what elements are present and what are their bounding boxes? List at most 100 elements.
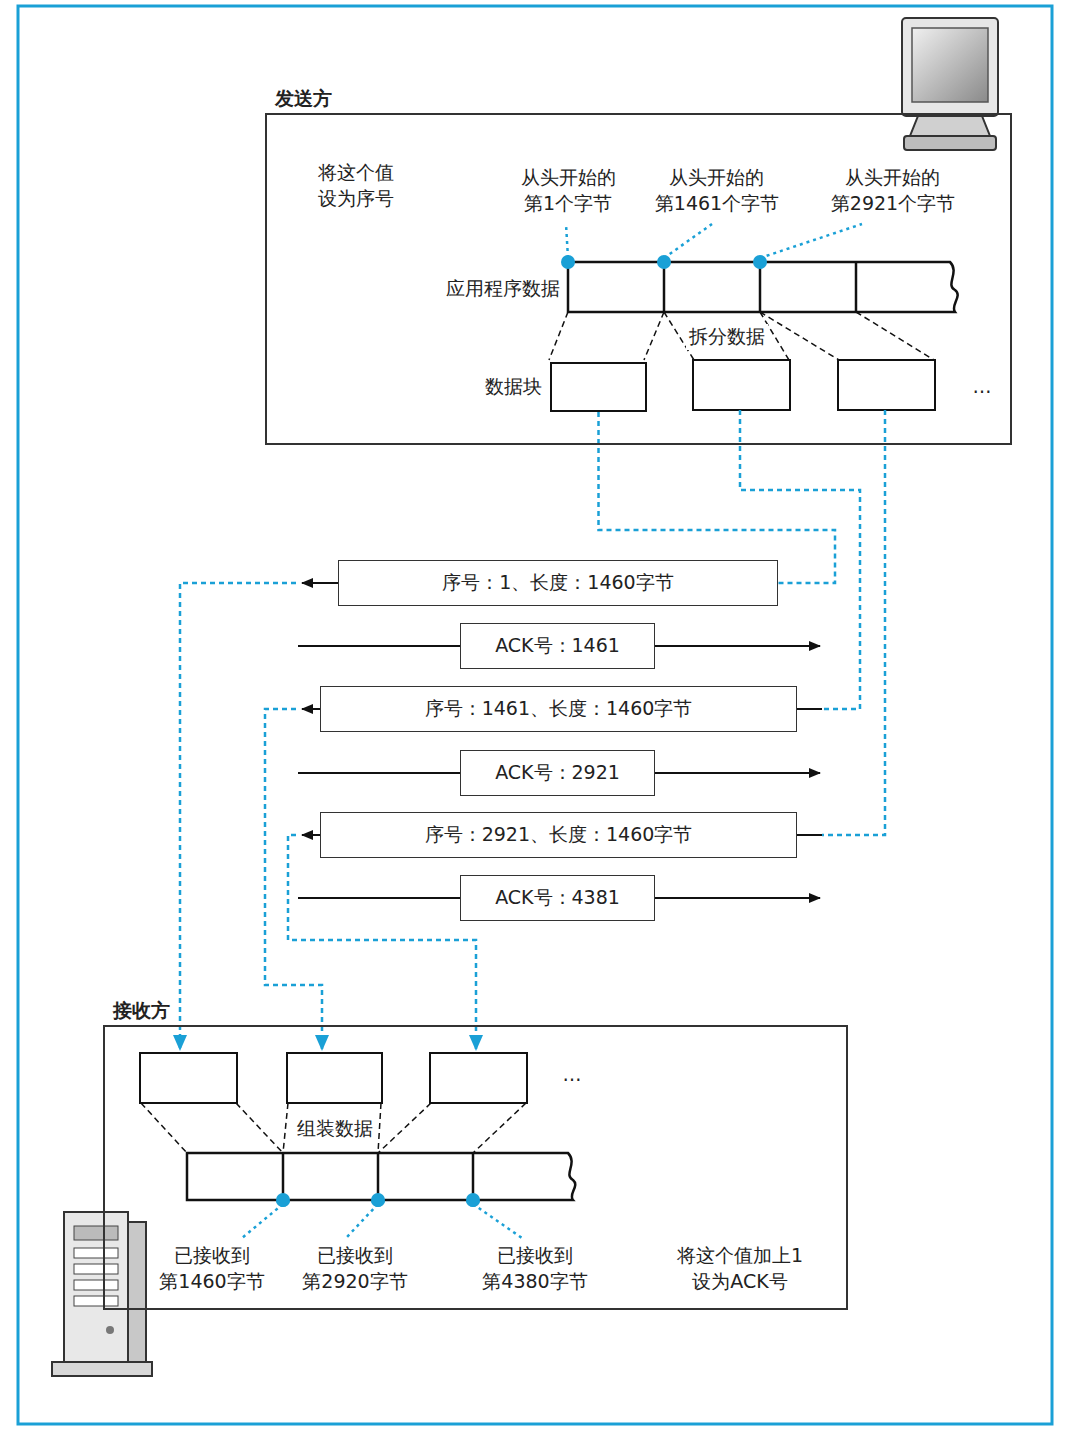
split-guide-line [549,312,934,360]
server-icon [74,1296,118,1306]
split-guide-line [549,312,568,360]
data-block [140,1053,527,1103]
node-text: 序号：1、长度：1460字节 [442,570,673,596]
data-block [287,1053,382,1103]
node-text: 序号：2921、长度：1460字节 [425,822,693,848]
leader-line [346,1204,378,1238]
leader-line [760,224,862,258]
marker-dot [466,1193,480,1207]
node-text: 数据块 [485,374,542,400]
assemble-guide-line [378,1103,431,1153]
leader-line [242,1204,283,1238]
server-icon [128,1222,146,1362]
server-icon [74,1264,118,1274]
ack-box: ACK号：4381 [460,875,655,921]
server-icon [74,1280,118,1290]
ack-box: ACK号：2921 [460,750,655,796]
ack-arrow [298,646,820,898]
marker-dot [753,255,767,269]
assemble-guide-line [473,1103,526,1153]
marker-dot [657,255,671,269]
packet-box: 序号：2921、长度：1460字节 [320,812,797,858]
data-flow-connector [599,412,836,583]
annotation-label: 组装数据 [294,1116,376,1142]
split-guide-line [760,312,839,360]
leader-line [664,224,712,258]
computer-icon [912,28,988,102]
receiver-region: 接收方 [103,1025,848,1310]
annotation-label: … [563,1062,582,1088]
outer-frame [18,6,1052,1424]
leader-line [473,1204,522,1238]
sender-data-bar [568,262,958,312]
data-block [693,360,935,410]
data-block [693,360,790,410]
computer-icon [902,18,998,150]
data-block [430,1053,527,1103]
node-text: ACK号：1461 [495,633,620,659]
assemble-guide-line [141,1103,526,1153]
computer-icon [904,136,996,150]
annotation-label: … [973,374,992,400]
assemble-guide-line [378,1103,381,1153]
data-flow-path [822,410,885,835]
receiver-data-bar [282,1153,285,1200]
annotation-label: 已接收到 第1460字节 [159,1243,264,1294]
split-guide-line [644,312,664,360]
annotation-label: 拆分数据 [686,324,768,350]
annotation-label: 将这个值 设为序号 [318,160,394,211]
server-icon [74,1226,118,1240]
sender-data-bar [855,262,858,312]
split-guide-line [856,312,934,360]
assemble-guide-line [283,1103,288,1153]
assemble-guide-line [236,1103,283,1153]
annotation-label: 从头开始的 第1个字节 [521,165,616,216]
data-flow-path [180,583,296,1050]
data-flow-path [288,835,476,1050]
packet-box: 序号：1、长度：1460字节 [338,560,778,606]
receiver-data-bar [187,1153,575,1200]
assemble-guide-line [141,1103,187,1153]
server-icon [106,1326,114,1334]
receiver-data-bar [472,1153,475,1200]
node-text: ACK号：2921 [495,760,620,786]
data-flow-path [265,709,322,1050]
computer-icon [902,18,998,116]
data-flow-path [180,410,885,1050]
sender-data-bar [759,262,762,312]
data-block [838,360,935,410]
receiver-data-bar [377,1153,380,1200]
node-text: 应用程序数据 [446,276,560,302]
sender-data-bar [568,262,958,312]
region-heading: 发送方 [275,86,332,112]
application-data: 应用程序数据 [570,264,957,314]
data-block [140,1053,237,1103]
sender-data-bar [663,262,666,312]
computer-icon [910,116,990,136]
marker-dot [466,1193,480,1207]
leader-line [566,224,568,258]
marker-dot [276,1193,480,1207]
marker-dot [276,1193,290,1207]
server-icon [52,1212,152,1376]
marker-dot [276,1193,290,1207]
packet-arrow [302,583,822,835]
leader-line [242,224,862,1238]
annotation-label: 已接收到 第4380字节 [482,1243,587,1294]
region-heading: 接收方 [113,998,170,1024]
annotation-label: 将这个值加上1 设为ACK号 [677,1243,803,1294]
packet-box: 序号：1461、长度：1460字节 [320,686,797,732]
marker-dot [371,1193,385,1207]
annotation-label: 已接收到 第2920字节 [302,1243,407,1294]
server-icon [64,1212,128,1362]
marker-dot [561,255,575,269]
receiver-data-bar [187,1153,575,1200]
server-icon [52,1362,152,1376]
annotation-label: 从头开始的 第2921个字节 [831,165,955,216]
data-block: 数据块 [550,362,647,412]
node-text: ACK号：4381 [495,885,620,911]
node-text: 序号：1461、长度：1460字节 [425,696,693,722]
marker-dot [371,1193,385,1207]
server-icon [74,1248,118,1258]
